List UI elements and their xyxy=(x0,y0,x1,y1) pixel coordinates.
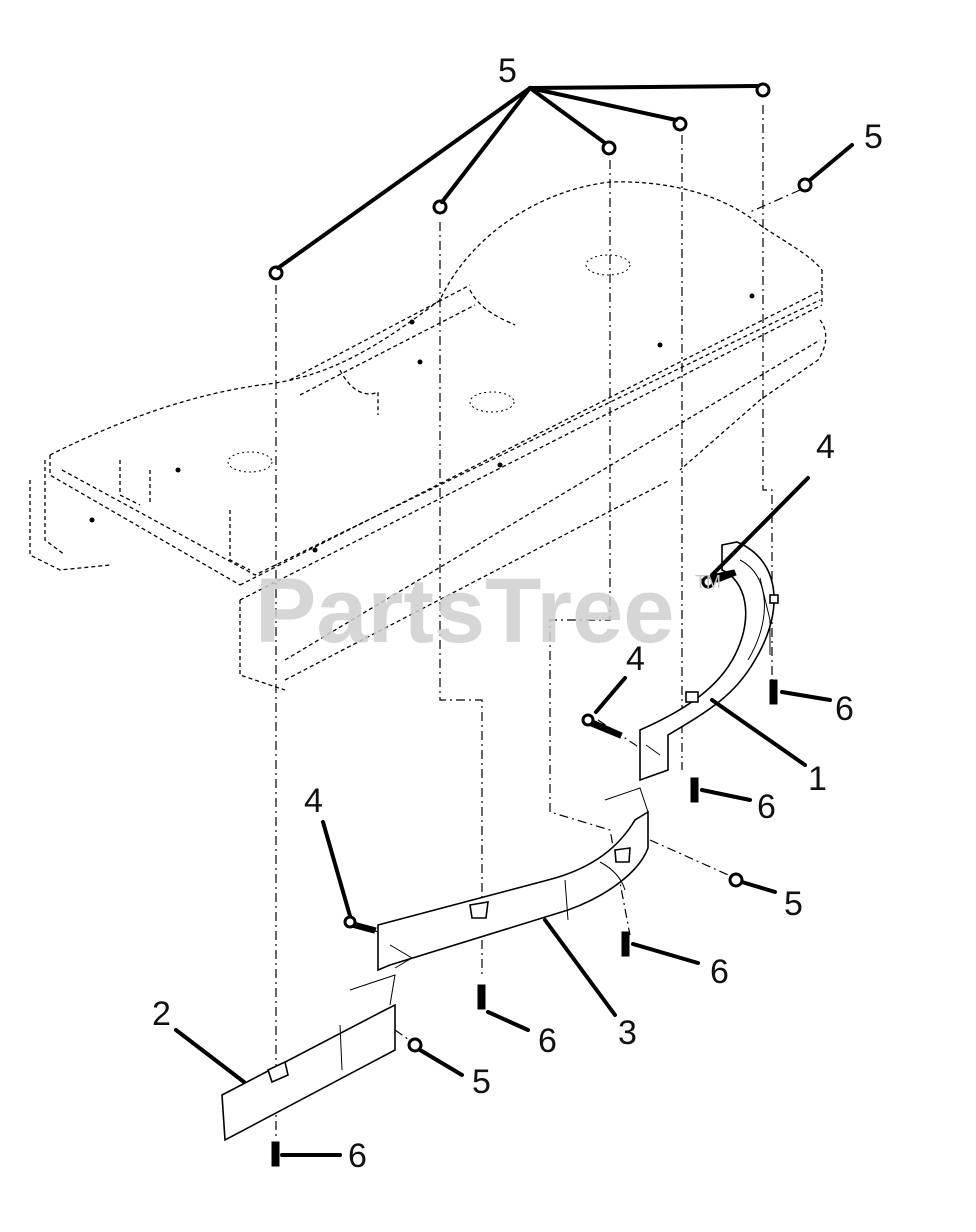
callout-baffle-1: 1 xyxy=(808,760,827,798)
partstree-watermark: PartsTree TM xyxy=(255,560,721,662)
leader-lines xyxy=(174,84,854,1157)
callout-screw-center-right: 6 xyxy=(710,953,729,991)
watermark-text: PartsTree xyxy=(255,560,674,662)
callout-screw-bottom-left: 6 xyxy=(348,1137,367,1175)
callout-nut-top: 5 xyxy=(498,52,517,90)
baffle-part-3 xyxy=(377,787,649,972)
callout-screw-right-lower: 6 xyxy=(835,690,854,728)
callout-screw-mid: 6 xyxy=(757,788,776,826)
callout-nut-mid-right: 5 xyxy=(784,885,803,923)
baffle-part-1 xyxy=(639,541,779,782)
callout-baffle-2: 2 xyxy=(152,995,171,1033)
callout-nut-bottom-left: 5 xyxy=(472,1063,491,1101)
callout-labels: 5 5 4 6 1 4 6 5 4 6 3 6 2 5 6 xyxy=(152,52,883,1175)
watermark-trademark: TM xyxy=(695,572,721,592)
callout-bolt-mid: 4 xyxy=(626,640,645,678)
baffle-part-2 xyxy=(221,974,396,1142)
callout-bolt-upper-right: 4 xyxy=(816,428,835,466)
callout-screw-center: 6 xyxy=(538,1022,557,1060)
mower-deck-outline xyxy=(29,181,827,691)
callout-nut-right: 5 xyxy=(864,118,883,156)
callout-baffle-3: 3 xyxy=(618,1014,637,1052)
carriage-bolts xyxy=(343,569,737,934)
callout-bolt-left: 4 xyxy=(304,782,323,820)
hex-screws xyxy=(271,679,778,1167)
